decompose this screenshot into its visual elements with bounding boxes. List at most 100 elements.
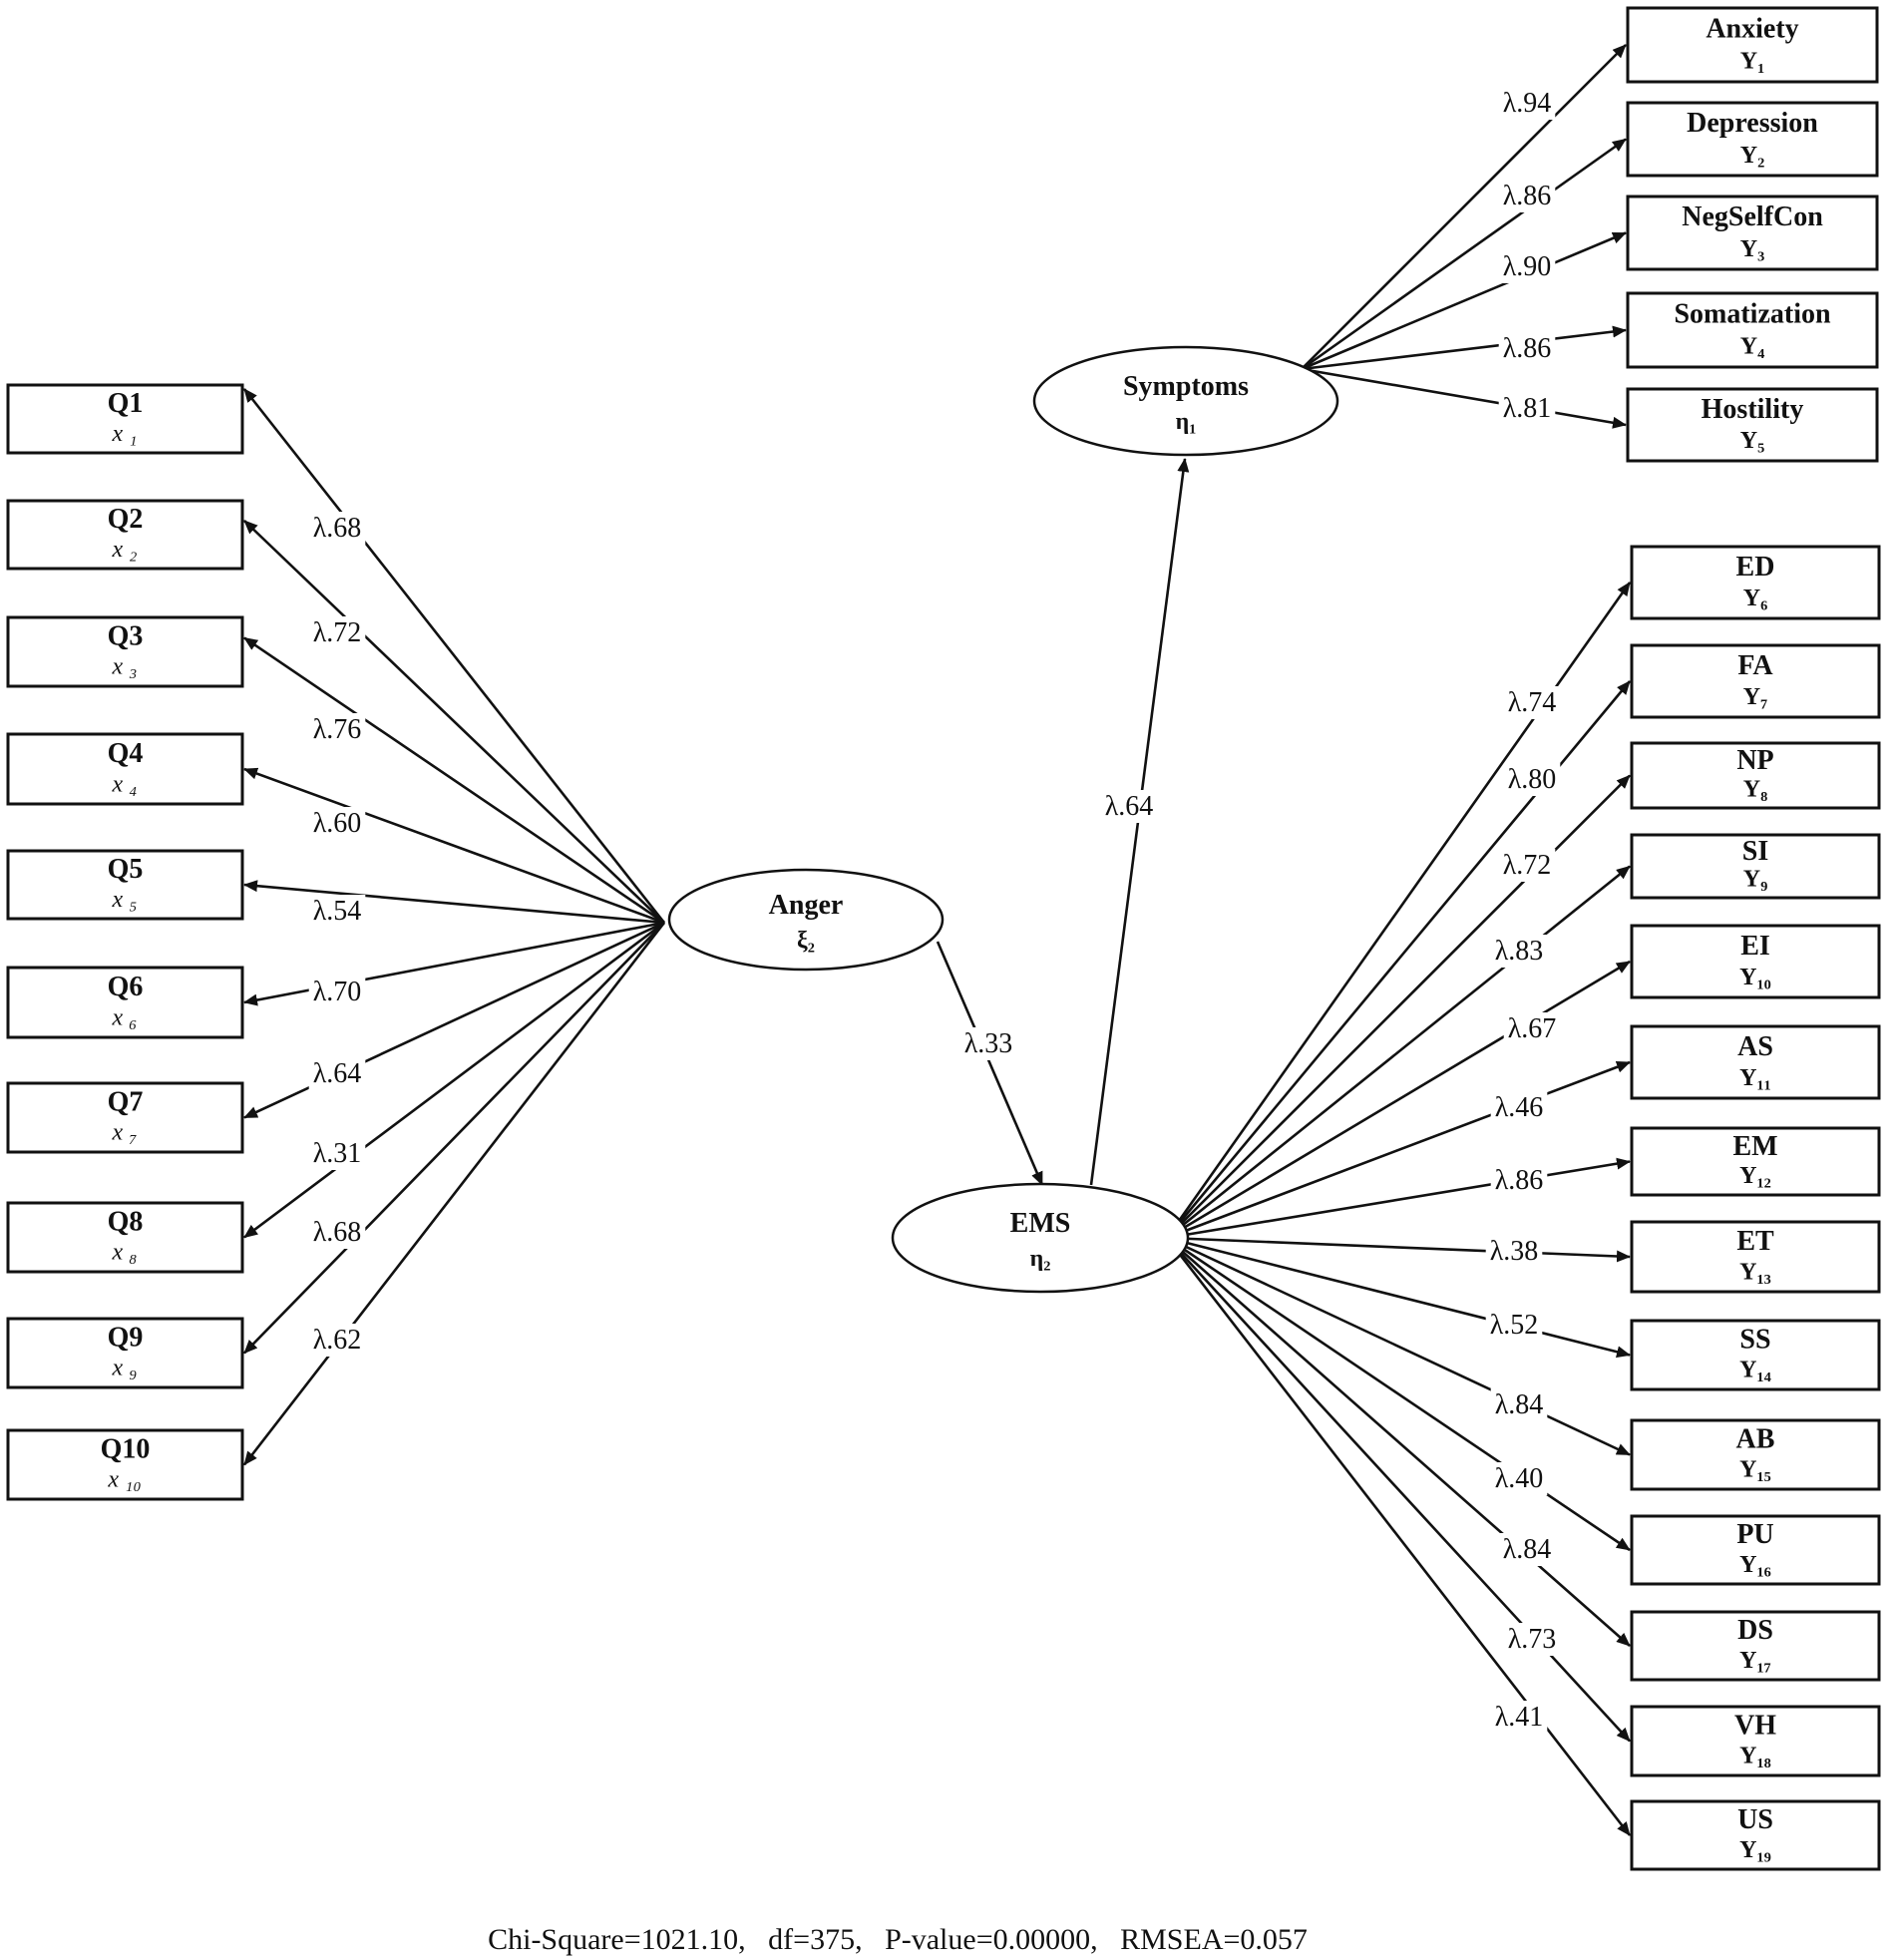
loading-q1-bg: [308, 512, 366, 545]
box-ei-label: EI: [1740, 931, 1770, 962]
loading-depression: λ.86: [1503, 181, 1552, 211]
symbol-et: Y₁₃: [1739, 1259, 1771, 1285]
loading-q10: λ.62: [313, 1325, 362, 1356]
loading-ab: λ.84: [1495, 1389, 1544, 1420]
loading-q2: λ.72: [313, 617, 362, 648]
loading-q7: λ.64: [313, 1058, 362, 1089]
arrow-ems-fa: [1166, 680, 1631, 1239]
loading-vh: λ.73: [1508, 1624, 1557, 1655]
box-q3: Q3x ₃: [6, 615, 244, 688]
arrow-anger-q10: [242, 922, 666, 1466]
box-ei: EI Y₁₀: [1630, 924, 1881, 999]
loading-ds-bg: [1498, 1533, 1556, 1566]
loading-q4: λ.60: [313, 808, 362, 839]
latent-ems-label: EMS: [1010, 1208, 1071, 1239]
box-q6: Q6x ₆: [6, 966, 244, 1039]
symbol-ei: Y₁₀: [1739, 965, 1771, 990]
loading-labels: λ.68λ.72λ.76λ.60λ.54λ.70λ.64λ.31λ.68λ.62…: [308, 87, 1561, 1734]
box-q4: Q4x ₄: [6, 732, 244, 806]
symbol-q8: x ₈: [112, 1240, 138, 1266]
symbol-si: Y₉: [1743, 867, 1768, 893]
loading-ds: λ.84: [1503, 1534, 1552, 1565]
arrow-anger-q4: [243, 767, 665, 925]
loading-ab-bg: [1490, 1388, 1548, 1421]
loading-em-bg: [1490, 1164, 1548, 1197]
arrow-ems-as: [1166, 1060, 1631, 1240]
symbol-negselfcon: Y₃: [1740, 236, 1765, 262]
loading-q6-bg: [308, 976, 366, 1008]
symbol-as: Y₁₁: [1739, 1065, 1771, 1091]
loading-q4-bg: [308, 807, 366, 840]
arrow-ems-vh: [1166, 1237, 1631, 1743]
arrow-anger-q5: [243, 880, 665, 925]
symbol-q9: x ₉: [112, 1356, 138, 1381]
arrow-ems-ds: [1166, 1237, 1631, 1647]
loading-q9: λ.68: [313, 1217, 362, 1248]
loading-hostility-bg: [1498, 392, 1556, 425]
box-q2: Q2x ₂: [6, 499, 244, 571]
loading-et-bg: [1485, 1235, 1543, 1268]
arrow-ems-pu: [1166, 1236, 1631, 1552]
arrow-ems-np: [1166, 774, 1631, 1239]
loading-q6: λ.70: [313, 977, 362, 1007]
box-q8-label: Q8: [108, 1207, 144, 1238]
arrow-ems-ed: [1165, 582, 1632, 1239]
box-vh-label: VH: [1734, 1711, 1776, 1742]
box-anxiety-label: Anxiety: [1706, 14, 1798, 45]
box-q7-label: Q7: [108, 1087, 144, 1118]
arrow-symptoms-anxiety: [1301, 44, 1627, 370]
loading-ed: λ.74: [1508, 687, 1557, 718]
loading-hostility: λ.81: [1503, 393, 1552, 424]
loading-em: λ.86: [1495, 1165, 1544, 1196]
box-q5: Q5x ₅: [6, 849, 244, 921]
loading-np: λ.72: [1503, 850, 1552, 881]
arrow-anger-q1: [242, 388, 666, 924]
symbol-somatization: Y₄: [1740, 334, 1765, 360]
loading-somatization-bg: [1498, 332, 1556, 365]
arrow-symptoms-somatization: [1301, 325, 1627, 371]
loading-et: λ.38: [1490, 1236, 1539, 1267]
symbol-q10: x ₁₀: [107, 1467, 141, 1493]
box-fa-label: FA: [1737, 650, 1773, 681]
latent-symptoms-symbol: η₁: [1176, 409, 1197, 435]
arrow-ems-si: [1166, 865, 1631, 1240]
arrow-ems-et: [1166, 1236, 1631, 1263]
arrow-ems-ss: [1166, 1236, 1631, 1359]
arrow-anger-q7: [243, 921, 665, 1119]
arrow-ems-em: [1166, 1157, 1631, 1240]
loading-ems-to-symptoms: λ.64: [1105, 791, 1154, 822]
loading-q10-bg: [308, 1324, 366, 1357]
loading-q5: λ.54: [313, 896, 362, 927]
box-np-label: NP: [1736, 745, 1773, 776]
box-q10-label: Q10: [101, 1434, 151, 1465]
loading-us-bg: [1490, 1701, 1548, 1734]
box-pu-label: PU: [1736, 1519, 1773, 1550]
arrow-anger-q6: [243, 921, 665, 1006]
box-q9-label: Q9: [108, 1323, 144, 1354]
box-depression-label: Depression: [1687, 108, 1818, 139]
loading-ed-bg: [1503, 686, 1561, 719]
box-si-label: SI: [1742, 836, 1768, 867]
box-q9: Q9x ₉: [6, 1317, 244, 1389]
path-arrows: [242, 44, 1632, 1836]
box-q5-label: Q5: [108, 854, 144, 885]
loading-anxiety-bg: [1498, 87, 1556, 120]
arrow-anger-q9: [243, 922, 665, 1355]
loading-q9-bg: [308, 1216, 366, 1249]
box-ab-label: AB: [1736, 1424, 1775, 1455]
box-q7: Q7x ₇: [6, 1081, 244, 1154]
loading-as: λ.46: [1495, 1092, 1544, 1123]
